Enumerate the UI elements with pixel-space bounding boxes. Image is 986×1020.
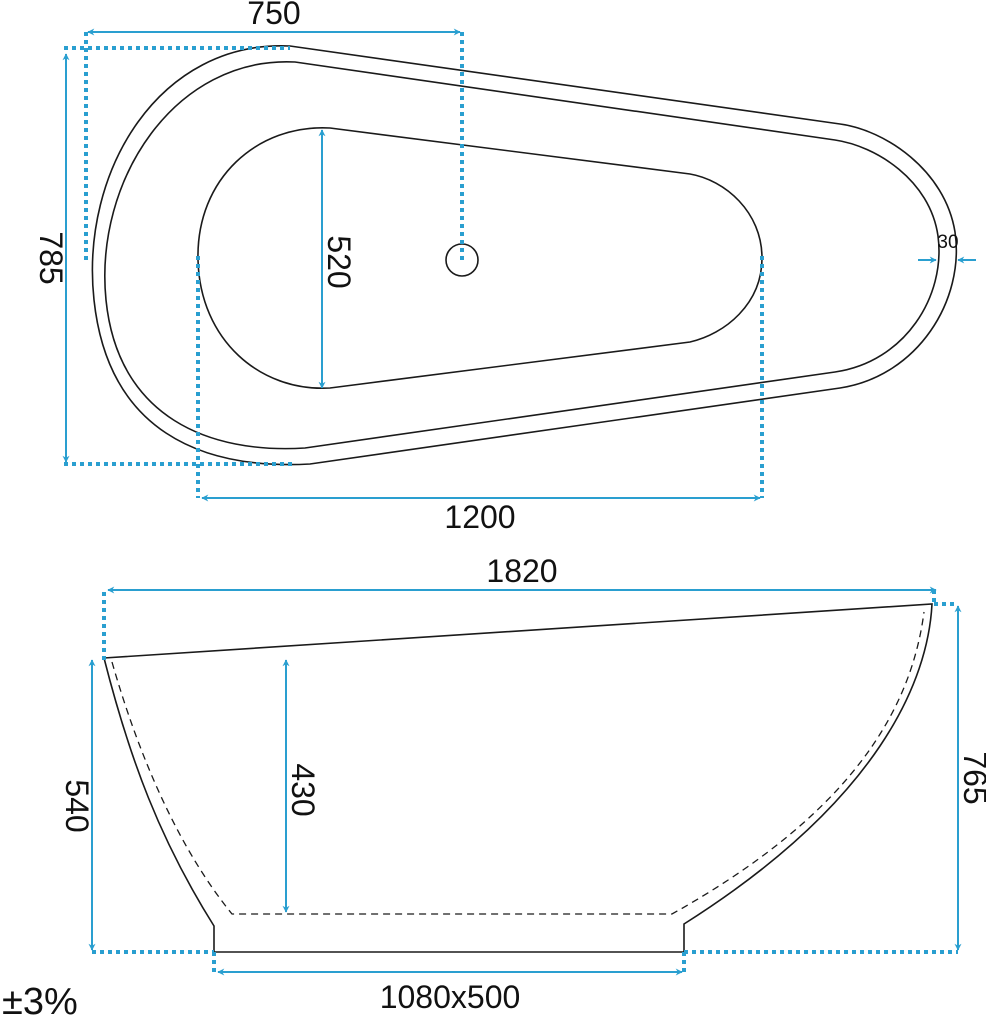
dim-base-label: 1080x500 [380, 979, 521, 1015]
dim-430-label: 430 [285, 763, 321, 816]
dim-785-label: 785 [33, 231, 69, 284]
dim-1820-label: 1820 [486, 553, 557, 589]
side-view: 1820 540 430 765 1080x500 [59, 553, 986, 1015]
top-rim-inner-outline [104, 61, 940, 450]
side-inner-dashed-outline [111, 611, 925, 915]
dim-1200-label: 1200 [444, 499, 515, 535]
dim-520-label: 520 [321, 235, 357, 288]
dim-765-label: 765 [957, 751, 986, 804]
top-outer-outline [91, 45, 958, 466]
dim-750-label: 750 [247, 0, 300, 31]
top-basin-outline [197, 127, 763, 389]
dim-30-label: 30 [937, 232, 958, 253]
side-tub-outline [102, 603, 933, 953]
dim-540-label: 540 [59, 779, 95, 832]
tolerance-label: ±3% [2, 981, 78, 1020]
top-view: 750 785 520 1200 30 [33, 0, 976, 535]
